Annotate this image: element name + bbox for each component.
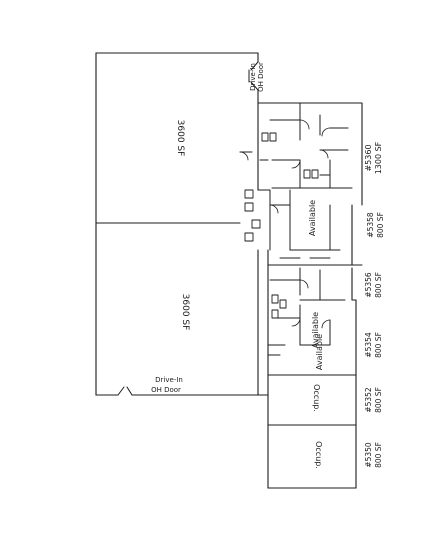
lower-bay-area-label: 3600 SF — [180, 294, 190, 331]
available-label-lower: Available — [315, 334, 324, 370]
suite-5360-label: #5360 1300 SF — [364, 141, 383, 174]
svg-text:#5358: #5358 — [366, 212, 375, 238]
svg-text:#5356: #5356 — [364, 272, 373, 298]
svg-text:OH Door: OH Door — [151, 386, 181, 394]
suite-5350-label: #5350 800 SF — [364, 442, 383, 468]
upper-bay-area-label: 3600 SF — [175, 120, 185, 157]
available-label-upper: Available — [308, 200, 317, 236]
drive-in-bottom-label: Drive-In OH Door — [151, 376, 183, 394]
drive-in-door-bottom — [117, 386, 133, 396]
suite-5354-label: #5354 800 SF — [364, 332, 383, 358]
svg-text:Drive-In: Drive-In — [155, 376, 183, 384]
suite-5356-label: #5356 800 SF — [364, 272, 383, 298]
suite-5352-label: #5352 800 SF — [364, 387, 383, 413]
drive-in-top-label: Drive-In OH Door — [249, 62, 265, 92]
svg-text:800 SF: 800 SF — [374, 387, 383, 413]
available-suites-walls — [257, 189, 353, 356]
svg-text:800 SF: 800 SF — [374, 272, 383, 298]
large-bays-outline — [95, 52, 259, 396]
svg-text:Drive-In: Drive-In — [249, 63, 257, 91]
svg-text:#5352: #5352 — [364, 387, 373, 413]
available-label-mid: Available — [311, 312, 320, 348]
svg-text:OH Door: OH Door — [257, 62, 265, 92]
svg-text:#5350: #5350 — [364, 442, 373, 468]
svg-text:800 SF: 800 SF — [376, 212, 385, 238]
drive-in-door-top — [248, 61, 259, 91]
svg-text:#5354: #5354 — [364, 332, 373, 358]
svg-text:800 SF: 800 SF — [374, 442, 383, 468]
svg-text:#5360: #5360 — [364, 144, 373, 171]
occupied-label-5350: Occup. — [314, 441, 323, 469]
door-swings — [239, 119, 331, 329]
suite-5358-label: #5358 800 SF — [366, 212, 385, 238]
svg-text:800 SF: 800 SF — [374, 332, 383, 358]
svg-text:1300 SF: 1300 SF — [374, 141, 383, 174]
restroom-fixtures — [244, 132, 319, 319]
office-strip-outline — [257, 102, 363, 489]
suite-5360-walls — [239, 102, 353, 189]
occupied-label-5352: Occup. — [312, 384, 321, 412]
